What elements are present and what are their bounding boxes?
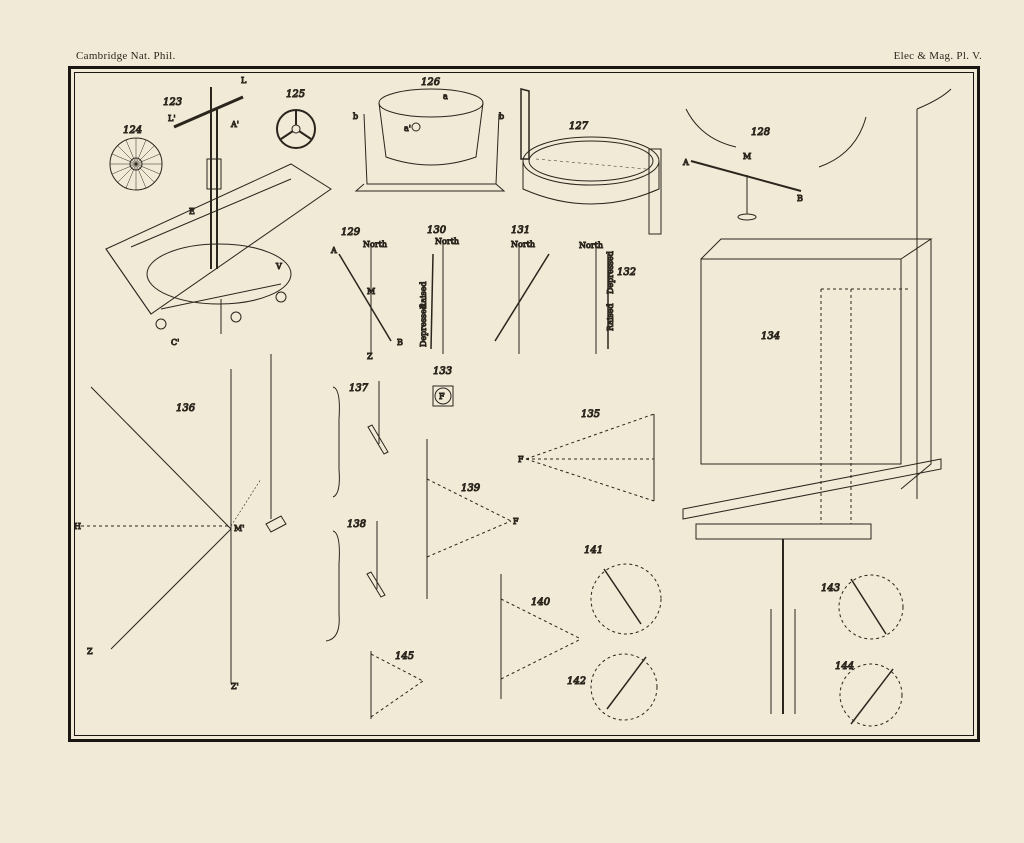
figs-141-144-needles — [603, 568, 894, 725]
fig-label-135: 135 — [581, 409, 600, 420]
fig-128-needle — [685, 108, 867, 221]
word-north-131: North — [511, 240, 535, 249]
fig-label-139: 139 — [461, 483, 481, 494]
word-raised-132: Raised — [606, 304, 615, 332]
fig-label-142: 142 — [567, 676, 586, 687]
label-Z-136: Z — [87, 647, 93, 656]
label-M-128: M — [743, 152, 751, 161]
fig-123-instrument — [105, 87, 332, 334]
label-F-135: F — [518, 455, 524, 464]
word-north-132: North — [579, 241, 603, 250]
label-M-prime: M' — [234, 524, 244, 533]
fig-label-141: 141 — [584, 545, 603, 556]
fig-126-vessel — [354, 88, 506, 192]
fig-127-compass-box — [520, 88, 662, 235]
label-a: a — [443, 92, 448, 101]
fig-label-128: 128 — [751, 127, 770, 138]
fig-135-triangle — [525, 413, 655, 502]
label-A-prime: A' — [230, 120, 239, 129]
word-raised-130: Raised — [419, 282, 428, 310]
fig-label-124: 124 — [123, 125, 142, 136]
plate-header-right: Elec & Mag. Pl. V. — [893, 50, 982, 62]
label-H: H — [74, 522, 81, 531]
figs-129-132-needles — [338, 244, 609, 354]
fig-label-134: 134 — [761, 331, 780, 342]
plate-drawing: 124 125 123 L L' A' E V 126 b b a a' — [74, 76, 952, 727]
fig-label-127: 127 — [569, 121, 589, 132]
label-B-128: B — [797, 194, 803, 203]
fig-label-137: 137 — [349, 383, 369, 394]
label-C-prime-136: C' — [171, 338, 179, 347]
fig-125-wheel — [276, 109, 316, 149]
label-A-128: A — [682, 158, 689, 167]
label-b-left: b — [353, 112, 358, 121]
plate-header-left: Cambridge Nat. Phil. — [76, 50, 176, 62]
fig-label-125: 125 — [286, 89, 305, 100]
label-V: V — [275, 262, 282, 271]
label-Z-129: Z — [367, 352, 373, 361]
fig-label-131: 131 — [511, 225, 530, 236]
label-L-prime: L' — [168, 114, 176, 123]
fig-label-136: 136 — [176, 403, 196, 414]
fig-label-123: 123 — [163, 97, 182, 108]
fig-label-143: 143 — [821, 583, 840, 594]
fig-label-144: 144 — [835, 661, 854, 672]
figs-139-145-triangles — [370, 439, 512, 719]
fig-label-145: 145 — [395, 651, 414, 662]
fig-label-129: 129 — [341, 227, 361, 238]
word-north-130: North — [435, 237, 459, 246]
label-E: E — [189, 207, 195, 216]
figs-137-138 — [325, 381, 389, 642]
fig-label-138: 138 — [347, 519, 366, 530]
fig-136-diagram — [81, 354, 287, 684]
fig-133-symbol — [432, 385, 454, 407]
fig-label-126: 126 — [421, 77, 441, 88]
fig-label-132: 132 — [617, 267, 636, 278]
word-depressed-130: Depressed — [419, 304, 428, 347]
fig-124-disc — [109, 137, 163, 191]
fig-140-triangle — [500, 574, 582, 699]
fig-label-140: 140 — [531, 597, 551, 608]
label-F-139: F — [513, 517, 519, 526]
label-A-129: A — [330, 246, 337, 255]
word-north-129: North — [363, 240, 387, 249]
label-M-129: M — [367, 287, 375, 296]
label-b-right: b — [499, 112, 504, 121]
label-B-129: B — [397, 338, 403, 347]
engraving-plate: 124 125 123 L L' A' E V 126 b b a a' — [68, 66, 980, 742]
label-F-133: F — [439, 392, 445, 401]
word-depressed-132: Depressed — [606, 251, 615, 294]
fig-label-130: 130 — [427, 225, 447, 236]
fig-label-133: 133 — [433, 366, 452, 377]
label-L: L — [241, 76, 247, 85]
figs-141-144-circles — [590, 563, 904, 727]
label-a-prime: a' — [404, 124, 411, 133]
fig-134-apparatus — [682, 88, 952, 714]
label-Z-prime-136: Z' — [231, 682, 239, 691]
